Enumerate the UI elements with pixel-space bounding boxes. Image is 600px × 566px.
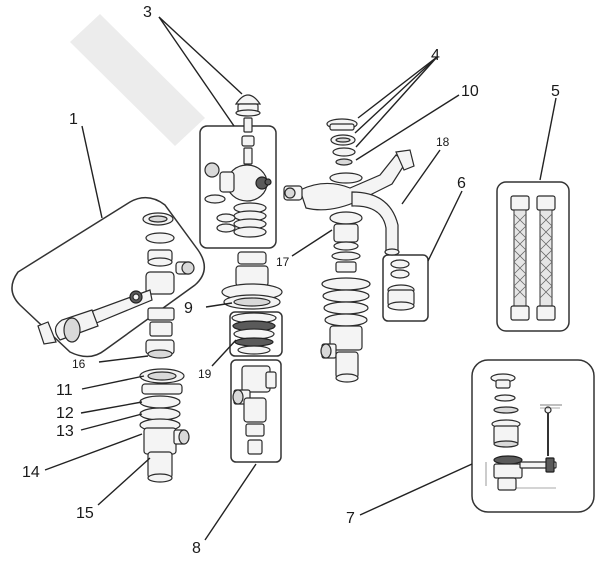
callout-4: 4 — [431, 47, 440, 64]
group-7-box — [471, 359, 595, 513]
callout-18: 18 — [436, 135, 450, 149]
right-tee-assembly — [283, 118, 415, 383]
callout-13: 13 — [56, 423, 74, 440]
group-1-parts — [37, 212, 195, 345]
group-6-parts — [387, 259, 415, 311]
group-6-box — [382, 254, 429, 322]
group-7-drain — [485, 373, 562, 491]
callout-15: 15 — [76, 505, 94, 522]
callout-6: 6 — [457, 175, 466, 192]
watermark-stripe — [70, 14, 205, 146]
group-19-box — [229, 311, 283, 357]
group-1-box — [11, 196, 205, 358]
callout-3: 3 — [143, 4, 152, 21]
callout-8: 8 — [192, 540, 201, 557]
callout-11: 11 — [56, 382, 73, 399]
callout-7: 7 — [346, 510, 355, 527]
callout-12: 12 — [56, 405, 74, 422]
callout-1: 1 — [69, 111, 78, 128]
group-8-box — [230, 359, 282, 463]
callout-10: 10 — [461, 83, 479, 100]
center-left-column — [139, 307, 190, 483]
center-main-column — [221, 251, 283, 455]
group-5-hoses — [510, 195, 556, 321]
callout-5: 5 — [551, 83, 560, 100]
callout-17: 17 — [276, 255, 290, 269]
callout-labels: 3 1 4 10 5 18 6 17 9 19 16 11 12 13 14 1… — [22, 4, 560, 557]
callout-9: 9 — [184, 300, 193, 317]
leader-lines — [44, 16, 557, 541]
callout-16: 16 — [72, 357, 86, 371]
callout-14: 14 — [22, 464, 40, 481]
callout-19: 19 — [198, 367, 212, 381]
group-3-box — [199, 125, 277, 249]
group-3-parts — [204, 94, 272, 238]
group-5-box — [496, 181, 570, 332]
